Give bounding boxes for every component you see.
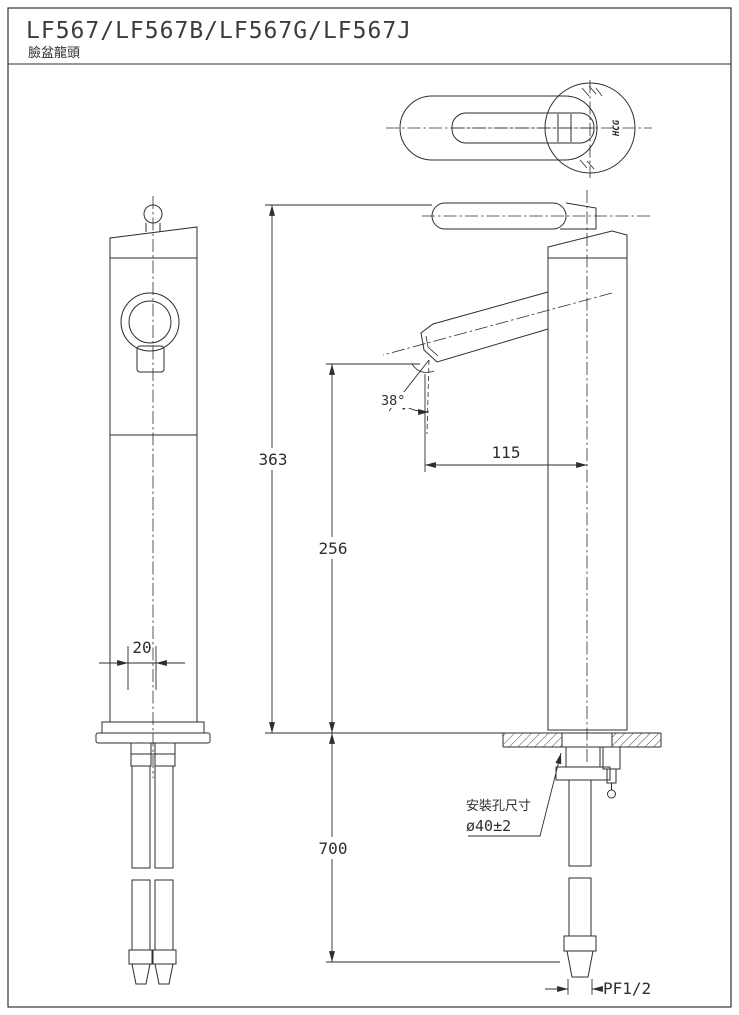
body-front — [109, 257, 198, 723]
install-hole-size: ø40±2 — [466, 817, 511, 835]
front-view: 20 — [95, 196, 211, 985]
dim-angle-label: 38° — [381, 393, 405, 409]
supply-hose-side — [563, 779, 597, 978]
top-view: HCG — [386, 80, 652, 178]
mounting-hardware — [555, 746, 621, 799]
mounting-bolt — [602, 746, 621, 770]
dimension-overall-height: 363 — [252, 204, 503, 734]
install-hole-label: 安裝孔尺寸 — [466, 799, 531, 814]
top-cap-front — [109, 226, 198, 259]
drawing-border — [7, 7, 732, 1008]
dimension-outlet-height: 256 — [312, 363, 420, 733]
drawing-subtitle: 臉盆龍頭 — [28, 45, 80, 61]
lever-pivot — [560, 202, 597, 230]
handle-knob — [143, 204, 163, 224]
lever-top-outline — [399, 95, 598, 161]
top-cap-side — [547, 230, 628, 259]
counter-section — [502, 732, 662, 748]
body-side — [547, 257, 628, 731]
thread-size-label: PF1/2 — [603, 979, 651, 998]
dim-700-label: 700 — [319, 839, 348, 858]
dimension-thread: PF1/2 — [545, 979, 651, 998]
install-hole-note: 安裝孔尺寸 ø40±2 — [466, 752, 562, 837]
spout-side — [420, 291, 549, 363]
dim-256-label: 256 — [319, 539, 348, 558]
supply-hoses-front — [128, 765, 177, 985]
lever-side — [431, 202, 567, 230]
rim-hatch-marks — [579, 85, 603, 170]
base-plate — [95, 732, 211, 744]
aerator-mesh — [136, 345, 165, 373]
dim-115-label: 115 — [492, 443, 521, 462]
title-block: LF567/LF567B/LF567G/LF567J 臉盆龍頭 — [8, 18, 731, 65]
lock-plate — [555, 766, 611, 781]
drawing-title: LF567/LF567B/LF567G/LF567J — [26, 18, 412, 44]
spout-face-inner — [128, 300, 172, 344]
threaded-shank — [565, 746, 601, 768]
side-view: 38° 115 363 256 — [252, 190, 662, 998]
spout-face-outer — [120, 292, 180, 352]
hcg-logo: HCG — [612, 119, 622, 137]
dimension-spout-width: 20 — [99, 638, 185, 690]
dim-363-label: 363 — [259, 450, 288, 469]
dim-20-label: 20 — [132, 638, 151, 657]
hose-connector — [566, 950, 594, 978]
dimension-spout-reach: 115 — [424, 374, 587, 472]
dimension-hose-length: 700 — [312, 733, 560, 963]
dimension-spout-angle: 38° — [378, 359, 430, 435]
